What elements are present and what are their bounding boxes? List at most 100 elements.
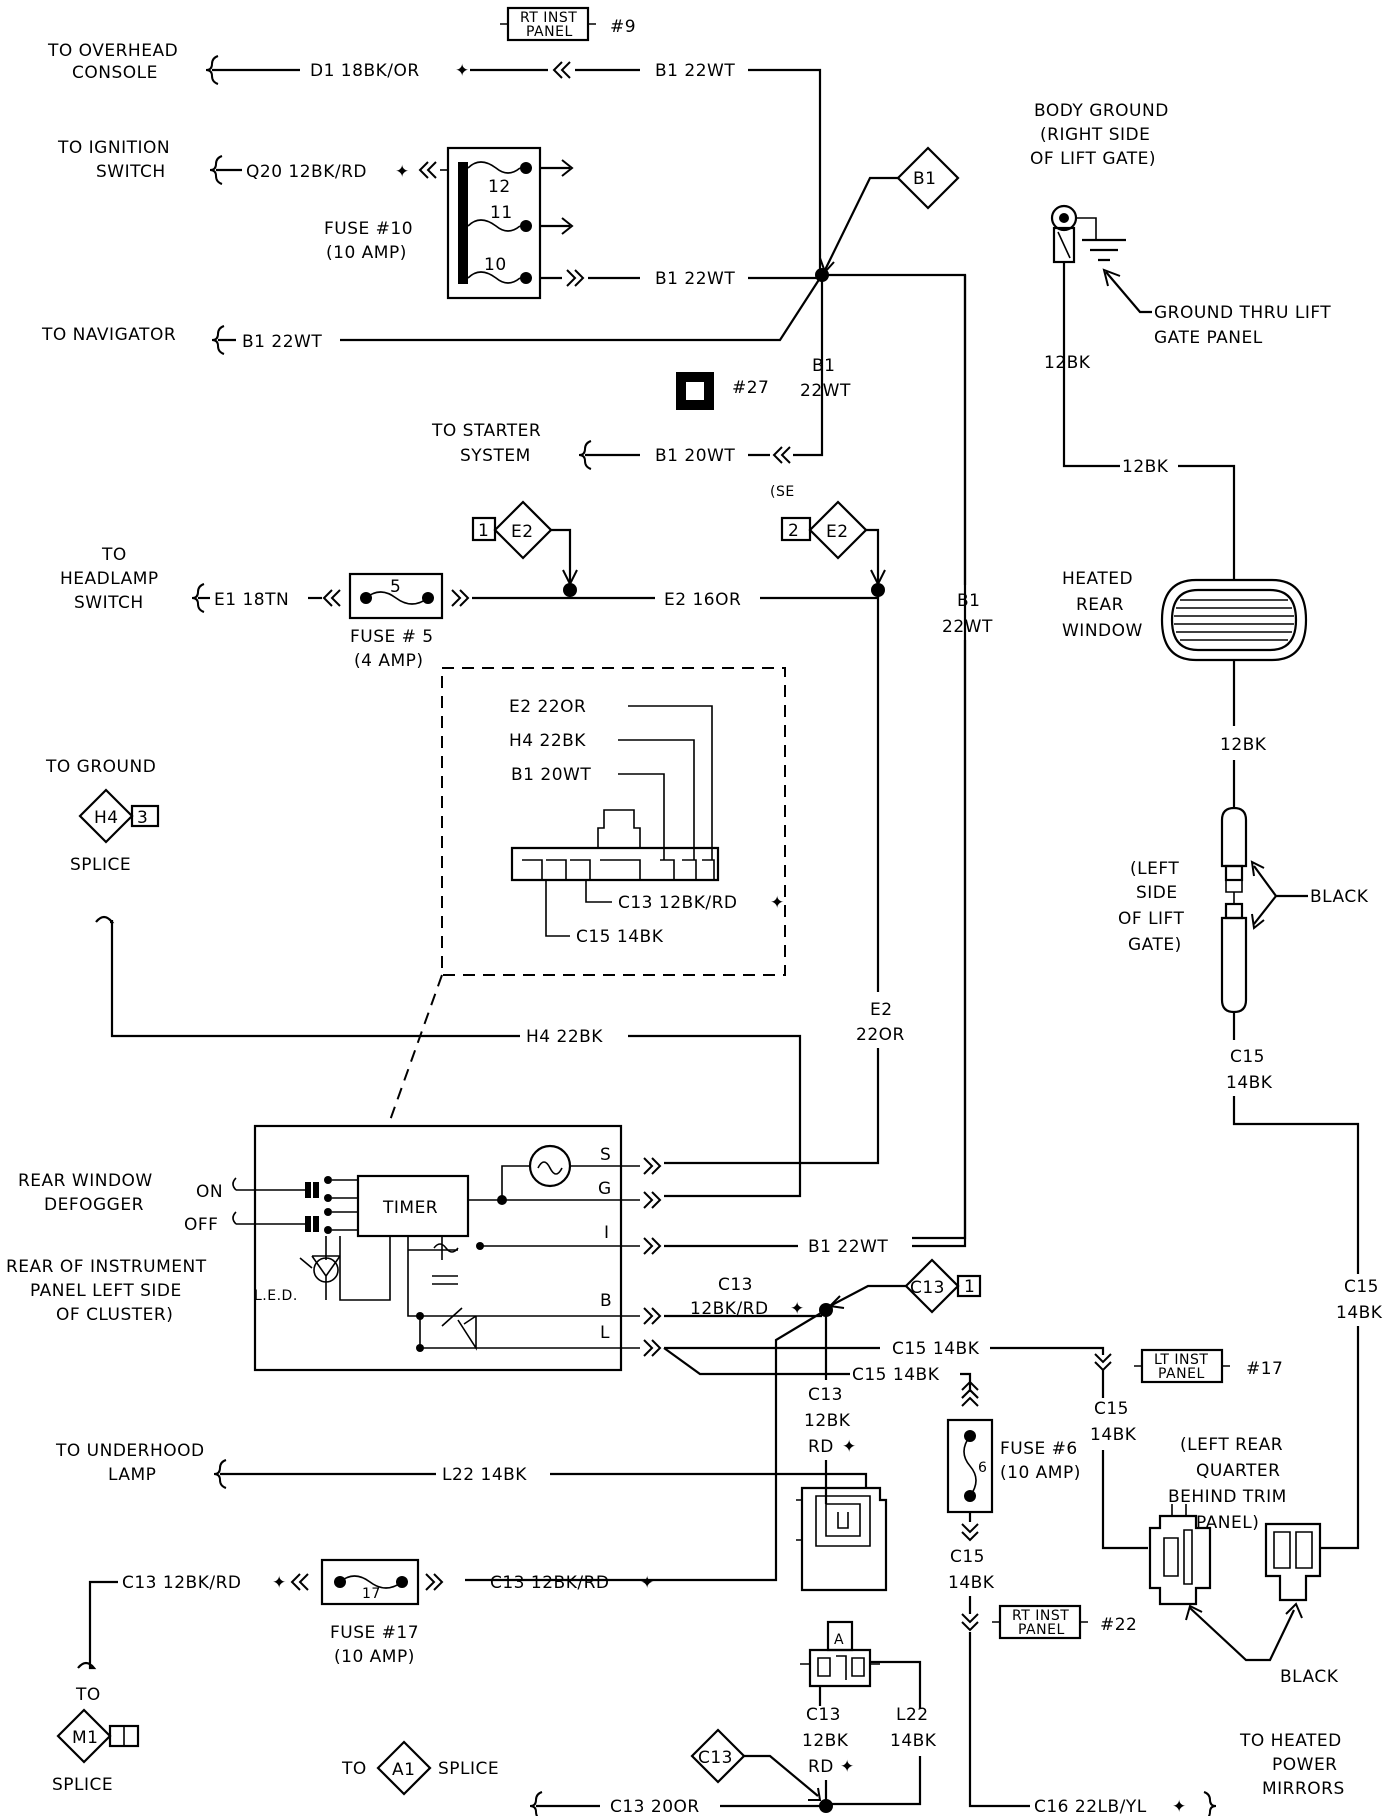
c15-14bk-right-label: C15 14BK <box>1226 1047 1272 1093</box>
svg-text:1: 1 <box>964 1277 975 1297</box>
timer-label: TIMER <box>382 1198 438 1218</box>
heated-rear-window-label: HEATED REAR WINDOW <box>1062 569 1143 641</box>
svg-text:✦: ✦ <box>640 1573 655 1593</box>
svg-text:1: 1 <box>478 521 489 541</box>
svg-text:11: 11 <box>490 203 513 223</box>
svg-text:RD: RD <box>808 1757 834 1777</box>
svg-text:17: 17 <box>362 1586 381 1602</box>
svg-text:WINDOW: WINDOW <box>1062 621 1143 641</box>
svg-text:A1: A1 <box>392 1760 415 1780</box>
svg-text:C15: C15 <box>1094 1399 1129 1419</box>
svg-text:✦: ✦ <box>840 1757 855 1777</box>
svg-text:(10 AMP): (10 AMP) <box>1000 1463 1081 1483</box>
fuse-17: 17 <box>320 1558 420 1606</box>
heated-rear-window-symbol <box>1160 578 1308 662</box>
svg-text:OF LIFT: OF LIFT <box>1118 909 1185 929</box>
svg-text:C13 20OR: C13 20OR <box>610 1797 700 1816</box>
svg-text:GATE): GATE) <box>1128 935 1182 955</box>
left-rear-connector-1 <box>1148 1504 1212 1606</box>
to-heated-power-mirrors-label: TO HEATED POWER MIRRORS <box>1239 1731 1344 1799</box>
svg-text:14BK: 14BK <box>1090 1425 1137 1445</box>
fuse-5: 5 <box>348 572 444 620</box>
fuse-10-label: FUSE #10 (10 AMP) <box>324 219 413 263</box>
underhood-connector <box>796 1476 888 1592</box>
svg-text:C15: C15 <box>1344 1277 1379 1297</box>
lt-inst-panel-17: LT INST PANEL #17 <box>1134 1348 1283 1384</box>
12bk-label-upper: 12BK <box>1044 353 1091 373</box>
svg-text:C15 14BK: C15 14BK <box>576 927 664 947</box>
l22-bottom-vertical-label: L22 14BK <box>890 1705 937 1751</box>
splice-label-a1: SPLICE <box>438 1759 499 1779</box>
e2-22or-vertical-label: E2 22OR <box>856 1000 904 1045</box>
svg-text:LAMP: LAMP <box>108 1465 156 1485</box>
rear-window-defogger-label: REAR WINDOW DEFOGGER <box>18 1171 153 1215</box>
to-headlamp-switch-label: TO HEADLAMP SWITCH <box>60 545 158 613</box>
svg-text:GROUND THRU LIFT: GROUND THRU LIFT <box>1154 303 1331 323</box>
to-starter-system-label: TO STARTER SYSTEM <box>431 421 541 466</box>
svg-text:PANEL: PANEL <box>1158 1366 1205 1382</box>
b1-diamond: B1 <box>896 146 960 210</box>
svg-text:E2: E2 <box>870 1000 893 1020</box>
to-ground-label: TO GROUND <box>45 757 156 777</box>
svg-text:RT INST: RT INST <box>1012 1608 1069 1624</box>
rt-inst-panel-22: RT INST PANEL #22 <box>992 1604 1137 1640</box>
svg-text:#17: #17 <box>1246 1359 1283 1379</box>
svg-text:FUSE #10: FUSE #10 <box>324 219 413 239</box>
to-label: TO <box>75 1685 101 1705</box>
svg-text:A: A <box>834 1632 844 1648</box>
c15-14bk-far-right-label: C15 14BK <box>1336 1277 1382 1323</box>
black-label-lower: BLACK <box>1280 1667 1339 1687</box>
svg-text:6: 6 <box>978 1460 987 1476</box>
fuse-6-label: FUSE #6 (10 AMP) <box>1000 1439 1081 1483</box>
svg-text:RT INST: RT INST <box>520 10 577 26</box>
b1-22wt-right-vertical-label: B1 22WT <box>942 591 992 637</box>
svg-text:14BK: 14BK <box>948 1573 995 1593</box>
svg-text:TO IGNITION: TO IGNITION <box>57 138 170 158</box>
svg-text:✦: ✦ <box>272 1573 287 1593</box>
c13-wire-right-label: C13 12BK/RD <box>490 1573 609 1593</box>
svg-text:E1 18TN: E1 18TN <box>214 590 289 610</box>
svg-text:REAR WINDOW: REAR WINDOW <box>18 1171 153 1191</box>
connector-detail: E2 22OR H4 22BK B1 20WT C13 12BK/RD ✦ C1… <box>509 697 785 947</box>
svg-text:22WT: 22WT <box>800 381 851 401</box>
svg-text:(10 AMP): (10 AMP) <box>334 1647 415 1667</box>
q20-wire-label: Q20 12BK/RD <box>246 162 367 182</box>
svg-text:E2 22OR: E2 22OR <box>509 697 586 717</box>
splice-label-m1: SPLICE <box>52 1775 113 1795</box>
svg-text:C15: C15 <box>1230 1047 1265 1067</box>
svg-text:L22: L22 <box>896 1705 929 1725</box>
svg-text:14BK: 14BK <box>890 1731 937 1751</box>
svg-text:12BK: 12BK <box>802 1731 849 1751</box>
svg-text:✦: ✦ <box>770 893 785 913</box>
svg-text:3: 3 <box>137 808 148 828</box>
svg-text:E2: E2 <box>826 522 849 542</box>
svg-text:CONSOLE: CONSOLE <box>72 63 158 83</box>
svg-text:C15 14BK: C15 14BK <box>852 1365 940 1385</box>
a1-splice-diamond: A1 <box>376 1740 432 1796</box>
svg-text:#27: #27 <box>732 378 769 398</box>
timer-module: TIMER S G L.E.D. I B L <box>232 1124 640 1372</box>
c13-12bkrd-label-upper: C13 12BK/RD ✦ <box>690 1275 804 1319</box>
svg-text:2: 2 <box>788 521 799 541</box>
svg-text:BEHIND TRIM: BEHIND TRIM <box>1168 1487 1287 1507</box>
svg-text:12BK/RD: 12BK/RD <box>690 1299 769 1319</box>
svg-text:#22: #22 <box>1100 1615 1137 1635</box>
svg-text:B1 22WT: B1 22WT <box>242 332 322 352</box>
svg-text:HEATED: HEATED <box>1062 569 1133 589</box>
svg-text:12BK: 12BK <box>1122 457 1169 477</box>
d1-wire-label: D1 18BK/OR <box>310 61 420 81</box>
svg-text:H4 22BK: H4 22BK <box>509 731 586 751</box>
black-label-upper: BLACK <box>1310 887 1369 907</box>
to-navigator-label: TO NAVIGATOR <box>41 325 176 345</box>
fuse-17-label: FUSE #17 (10 AMP) <box>330 1623 419 1667</box>
fuse-6: 6 <box>946 1418 994 1514</box>
bottom-connector: A <box>800 1620 880 1688</box>
svg-text:(LEFT REAR: (LEFT REAR <box>1180 1435 1283 1455</box>
svg-text:B: B <box>600 1291 612 1311</box>
e2-diamond-2: 2 E2 <box>780 500 868 560</box>
c13-diamond-2: C13 <box>690 1728 746 1784</box>
svg-text:(10 AMP): (10 AMP) <box>326 243 407 263</box>
svg-text:FUSE #6: FUSE #6 <box>1000 1439 1078 1459</box>
b1-22wt-label: B1 22WT <box>655 61 735 81</box>
